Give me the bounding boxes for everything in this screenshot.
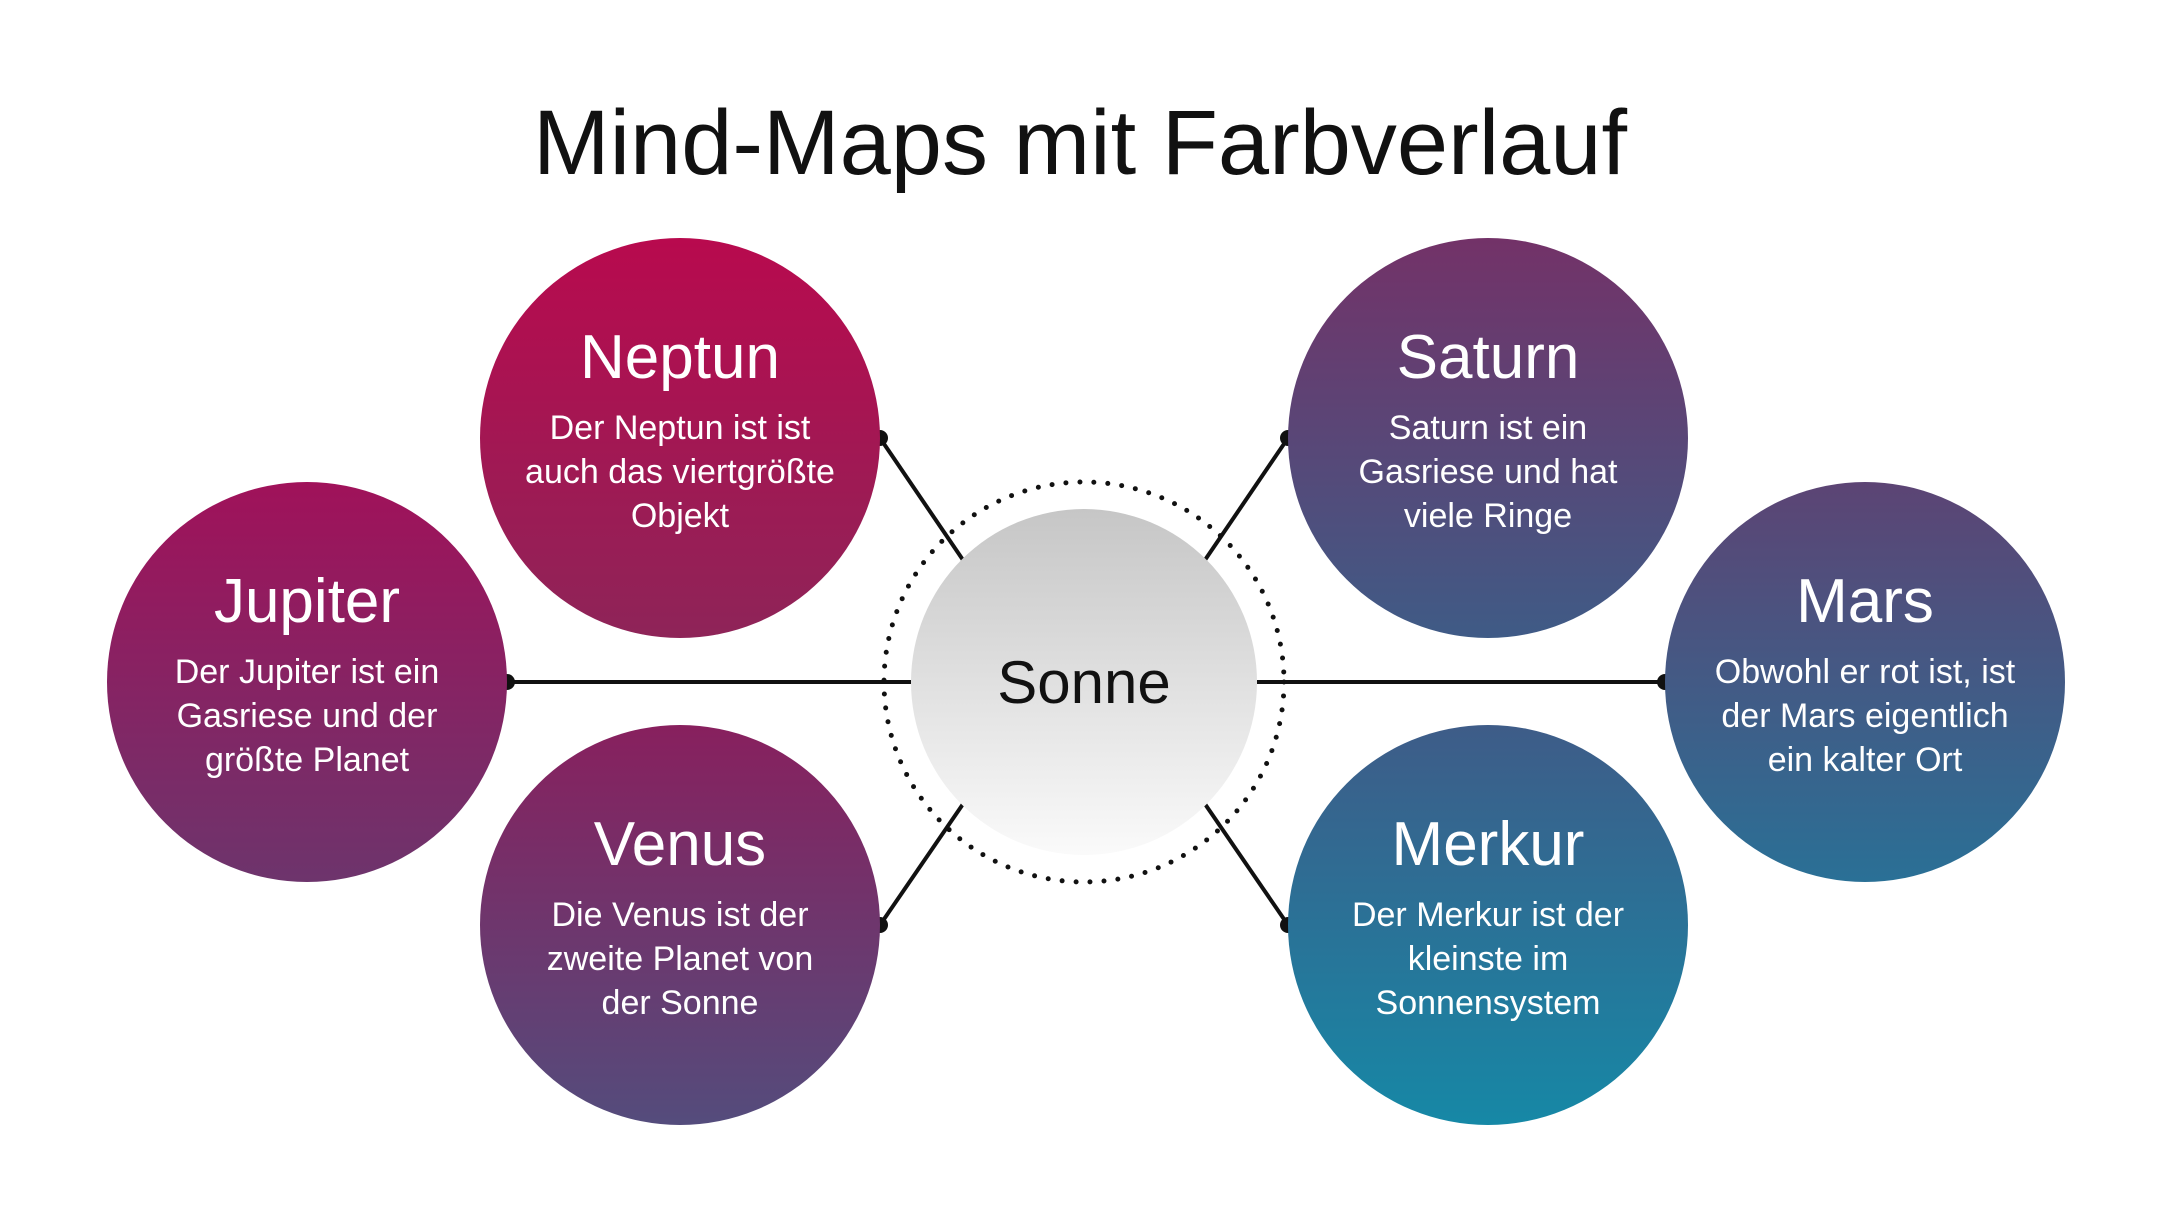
node-description: Der Merkur ist der kleinste im Sonnensys…: [1351, 896, 1625, 1022]
center-node-sonne: Sonne: [911, 509, 1257, 855]
connector-merkur: [1203, 802, 1290, 927]
node-title: Merkur: [1391, 810, 1585, 879]
node-title: Mars: [1796, 567, 1934, 636]
connector-saturn: [1203, 436, 1290, 562]
page-title: Mind-Maps mit Farbverlauf: [532, 92, 1628, 194]
node-title: Venus: [593, 810, 767, 879]
connector-neptun: [878, 436, 965, 562]
node-title: Jupiter: [213, 567, 401, 636]
node-description: Der Jupiter ist ein Gasriese und der grö…: [174, 653, 440, 779]
node-neptun: Neptun Der Neptun ist ist auch das viert…: [480, 238, 880, 638]
node-saturn: Saturn Saturn ist ein Gasriese und hat v…: [1288, 238, 1688, 638]
node-description: Die Venus ist der zweite Planet von der …: [546, 896, 814, 1022]
node-venus: Venus Die Venus ist der zweite Planet vo…: [480, 725, 880, 1125]
node-description: Obwohl er rot ist, ist der Mars eigentli…: [1714, 653, 2016, 779]
node-mars: Mars Obwohl er rot ist, ist der Mars eig…: [1665, 482, 2065, 882]
node-title: Saturn: [1396, 323, 1580, 392]
node-title: Neptun: [580, 323, 780, 392]
node-description: Saturn ist ein Gasriese und hat viele Ri…: [1358, 409, 1618, 535]
node-jupiter: Jupiter Der Jupiter ist ein Gasriese und…: [107, 482, 507, 882]
node-merkur: Merkur Der Merkur ist der kleinste im So…: [1288, 725, 1688, 1125]
node-description: Der Neptun ist ist auch das viertgrößte …: [525, 409, 835, 535]
connector-venus: [878, 802, 965, 927]
